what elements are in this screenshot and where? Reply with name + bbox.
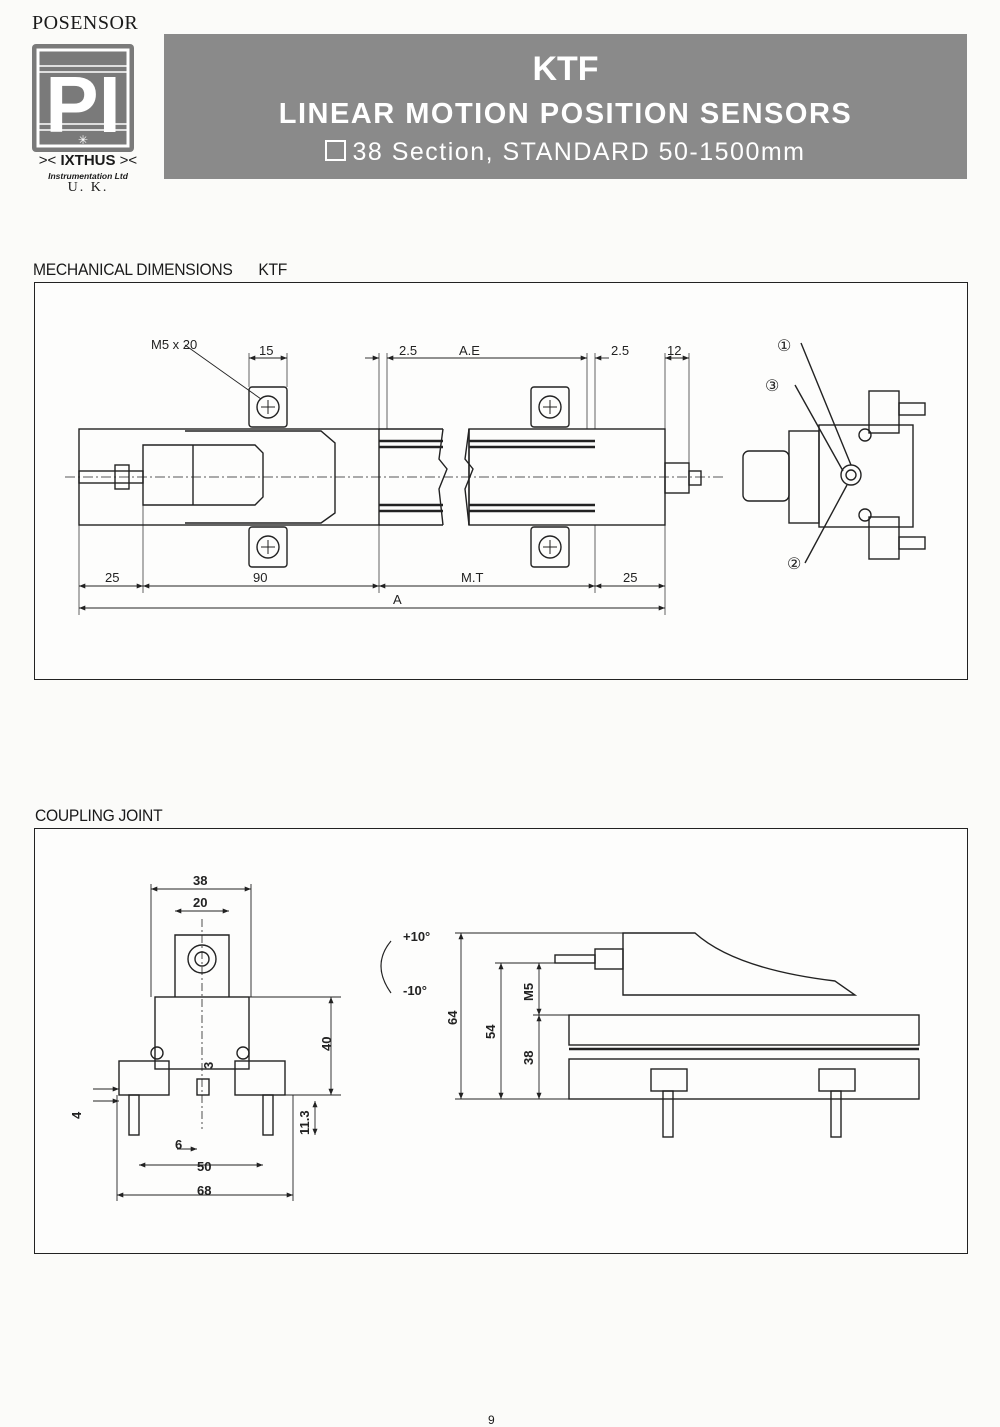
company-logo: POSENSOR PI ✳ >< IXTHUS >< Instrumentati… (22, 10, 152, 200)
callout-2: ② (787, 556, 801, 573)
label-40: 40 (319, 1037, 334, 1051)
label-12: 12 (667, 343, 681, 358)
mechanical-heading-text: MECHANICAL DIMENSIONS (33, 260, 233, 279)
label-38-side: 38 (521, 1051, 536, 1065)
label-3: 3 (201, 1062, 216, 1069)
label-4: 4 (69, 1111, 84, 1119)
label-68: 68 (197, 1183, 211, 1198)
mechanical-drawing: M5 x 20 15 2.5 A.E 2.5 12 25 90 M.T 25 A… (65, 337, 926, 615)
label-a: A (393, 592, 402, 607)
label-2-5-left: 2.5 (399, 343, 417, 358)
label-25-right: 25 (623, 570, 637, 585)
logo-top-text: POSENSOR (32, 12, 139, 34)
coupling-heading: COUPLING JOINT (35, 806, 163, 825)
logo-monogram: PI ✳ (32, 44, 134, 152)
label-2-5-right: 2.5 (611, 343, 629, 358)
page-title: KTF (532, 50, 599, 88)
callout-1: ① (777, 338, 791, 355)
label-90: 90 (253, 570, 267, 585)
mechanical-model-text: KTF (258, 260, 288, 279)
label-ae: A.E (459, 343, 480, 358)
section-line: 38 Section, STANDARD 50-1500mm (164, 138, 967, 167)
callout-3: ③ (765, 378, 779, 395)
square-section-icon (325, 140, 347, 161)
label-38: 38 (193, 873, 207, 888)
header-banner: KTF LINEAR MOTION POSITION SENSORS 38 Se… (164, 34, 967, 179)
coupling-drawing: 38 20 40 3 4 6 50 68 11.3 +10° -10° 64 5… (69, 873, 920, 1201)
label-11-3: 11.3 (297, 1110, 312, 1135)
section-line-text: 38 Section, STANDARD 50-1500mm (352, 138, 806, 166)
label-m5: M5 (521, 983, 536, 1001)
label-50: 50 (197, 1159, 211, 1174)
page-subtitle: LINEAR MOTION POSITION SENSORS (278, 98, 853, 130)
logo-star-icon: ✳ (78, 133, 88, 147)
logo-brand-text: IXTHUS (60, 152, 116, 169)
label-54: 54 (483, 1024, 498, 1039)
label-mt: M.T (461, 570, 483, 585)
mechanical-drawing-frame: M5 x 20 15 2.5 A.E 2.5 12 25 90 M.T 25 A… (34, 282, 968, 680)
logo-monogram-letters: PI (45, 60, 121, 149)
label-25-left: 25 (105, 570, 119, 585)
logo-monogram-art: PI ✳ (36, 48, 130, 149)
label-64: 64 (445, 1010, 460, 1025)
mechanical-heading: MECHANICAL DIMENSIONS KTF (33, 260, 287, 280)
coupling-drawing-frame: 38 20 40 3 4 6 50 68 11.3 +10° -10° 64 5… (34, 828, 968, 1254)
label-6: 6 (175, 1137, 182, 1152)
logo-country: U. K. (67, 180, 109, 195)
label-20: 20 (193, 895, 207, 910)
logo-subtitle: Instrumentation Ltd (48, 171, 128, 181)
label-minus10: -10° (403, 983, 427, 998)
label-plus10: +10° (403, 929, 430, 944)
label-m5x20: M5 x 20 (151, 337, 197, 352)
page-number: 9 (488, 1413, 495, 1427)
label-15: 15 (259, 343, 273, 358)
logo-brand: >< IXTHUS >< (38, 152, 138, 169)
